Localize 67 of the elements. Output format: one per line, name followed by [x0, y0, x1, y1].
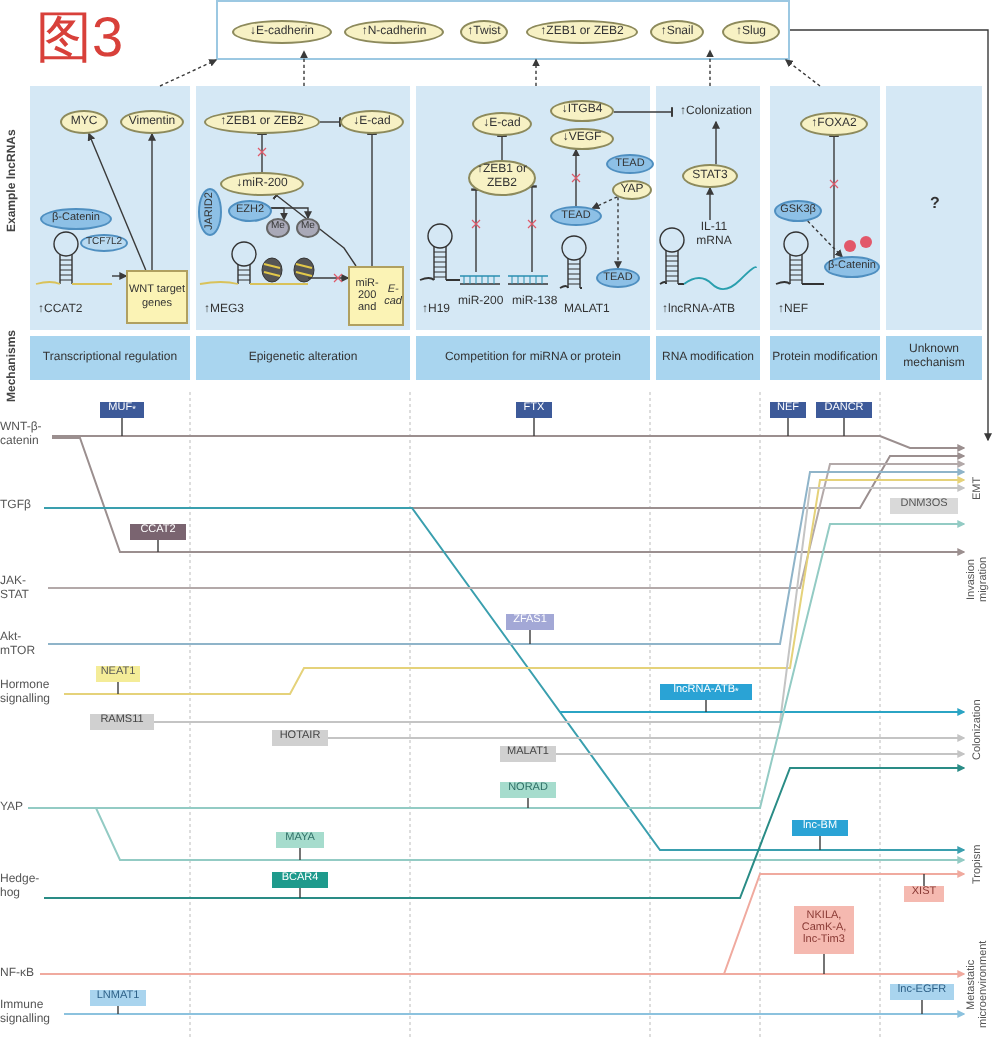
blocked-inhibition-line [829, 134, 839, 260]
arrow [327, 734, 966, 742]
inhibition-line [319, 117, 342, 127]
arrow [270, 207, 312, 220]
arrow [51, 437, 966, 556]
arrow [39, 970, 966, 978]
blocked-inhibition-line [471, 188, 481, 273]
inhibition-line [497, 134, 507, 161]
marker-panel [216, 0, 790, 60]
inhibition-line [613, 107, 674, 117]
arrow [51, 435, 966, 452]
arrow [27, 807, 966, 864]
mirna-duplex-drawing [460, 272, 500, 288]
figure-label: 图3 [36, 4, 126, 72]
arrow [43, 764, 966, 899]
arrow [63, 1010, 966, 1018]
arrow [807, 220, 843, 258]
arrow [706, 186, 714, 221]
arrow [43, 507, 966, 854]
arrow [87, 132, 147, 271]
connector-line [705, 699, 707, 713]
connector-line [299, 887, 301, 899]
connector-line [121, 417, 123, 437]
arrow [300, 50, 308, 87]
connector-line [787, 417, 789, 437]
blocked-arrow [571, 148, 581, 207]
arrow [47, 468, 966, 645]
connector-line [533, 417, 535, 437]
arrow [784, 59, 821, 87]
mechanism-panel [770, 86, 880, 330]
blocked-inhibition-line [527, 185, 537, 273]
mechanism-panel [656, 86, 760, 330]
connector-line [823, 953, 825, 975]
arrow [63, 476, 966, 695]
mechanism-panel [196, 86, 410, 330]
connector-line [819, 835, 821, 851]
connector-line [527, 797, 529, 809]
arrow [559, 708, 966, 716]
arrow [159, 59, 218, 87]
question-mark: ? [930, 196, 940, 212]
arrow [712, 120, 720, 165]
connector-line [299, 847, 301, 861]
blocked-arrow [307, 273, 350, 283]
arrow [706, 49, 714, 87]
arrow [789, 29, 992, 442]
connector-line [921, 999, 923, 1015]
blocked-inhibition-line [257, 132, 267, 173]
arrow [148, 132, 156, 271]
inhibition-line [367, 132, 377, 267]
connector-line [117, 1005, 119, 1015]
connector-line [843, 417, 845, 437]
connector-line [923, 873, 925, 887]
connector-line [157, 539, 159, 553]
connector-line [529, 629, 531, 645]
connector-line [117, 681, 119, 695]
arrow [591, 196, 619, 210]
inhibition-line [272, 190, 357, 267]
arrow [47, 460, 966, 589]
arrow [614, 196, 622, 270]
mechanism-panel [416, 86, 650, 330]
arrow [111, 272, 128, 280]
mechanism-panel [886, 86, 982, 330]
arrow [153, 484, 966, 723]
mirna-duplex-drawing [508, 272, 548, 288]
arrow [555, 750, 966, 758]
mechanism-panel [30, 86, 190, 330]
arrow [532, 58, 540, 87]
